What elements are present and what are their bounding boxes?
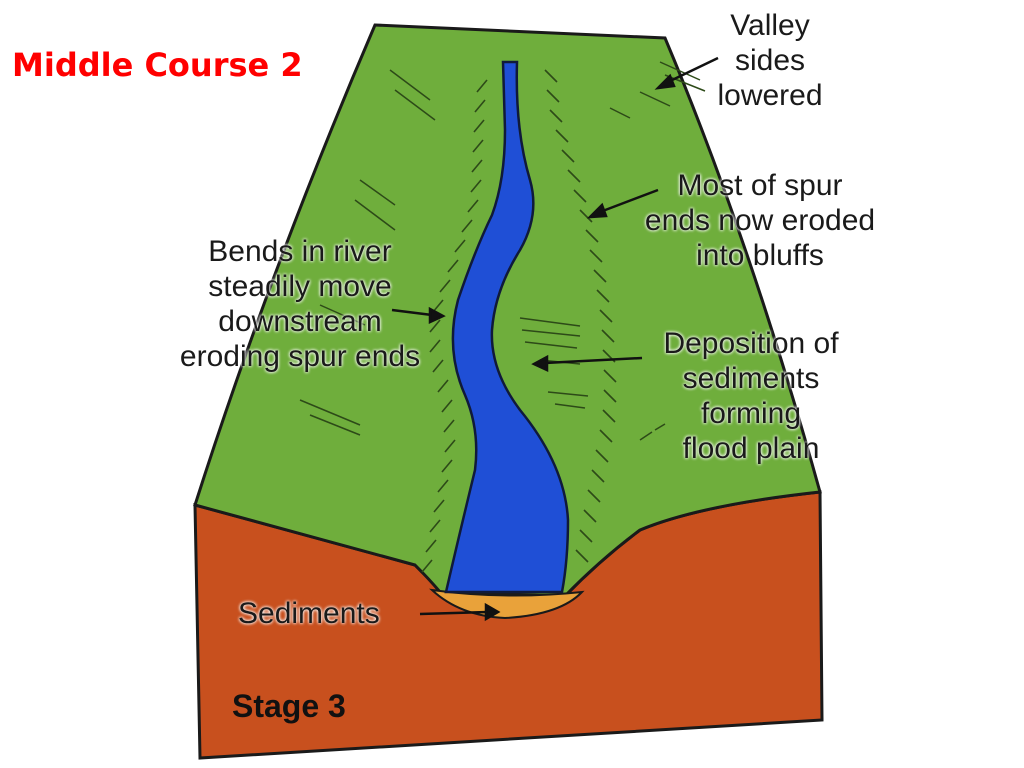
leader-arrows xyxy=(391,56,719,622)
label-bends-in-river: Bends in river steadily move downstream … xyxy=(150,234,450,374)
label-line: flood plain xyxy=(682,432,820,465)
stage-label: Stage 3 xyxy=(232,688,346,724)
label-line: Most of spur xyxy=(677,169,843,202)
label-line: into bluffs xyxy=(696,239,824,272)
label-spur-ends: Most of spur ends now eroded into bluffs xyxy=(622,168,898,273)
label-line: eroding spur ends xyxy=(179,340,421,373)
slide-title: Middle Course 2 xyxy=(12,46,303,84)
label-line: Deposition of xyxy=(663,327,839,360)
floodplain-marks xyxy=(299,61,706,441)
label-line: sediments xyxy=(682,362,820,395)
label-line: steadily move xyxy=(208,270,392,303)
label-line: Valley xyxy=(730,9,810,42)
label-valley-sides: Valley sides lowered xyxy=(700,8,840,113)
label-line: Bends in river xyxy=(208,235,392,268)
label-deposition: Deposition of sediments forming flood pl… xyxy=(640,326,862,466)
label-line: downstream xyxy=(218,305,382,338)
label-sediments: Sediments xyxy=(238,597,380,630)
label-line: ends now eroded xyxy=(644,204,876,237)
label-line: forming xyxy=(700,397,802,430)
river xyxy=(444,60,570,594)
sediment-layer xyxy=(428,588,585,620)
label-line: lowered xyxy=(717,79,823,112)
bluff-hachures xyxy=(421,69,617,573)
valley-surface xyxy=(193,23,822,598)
label-line: sides xyxy=(734,44,806,77)
